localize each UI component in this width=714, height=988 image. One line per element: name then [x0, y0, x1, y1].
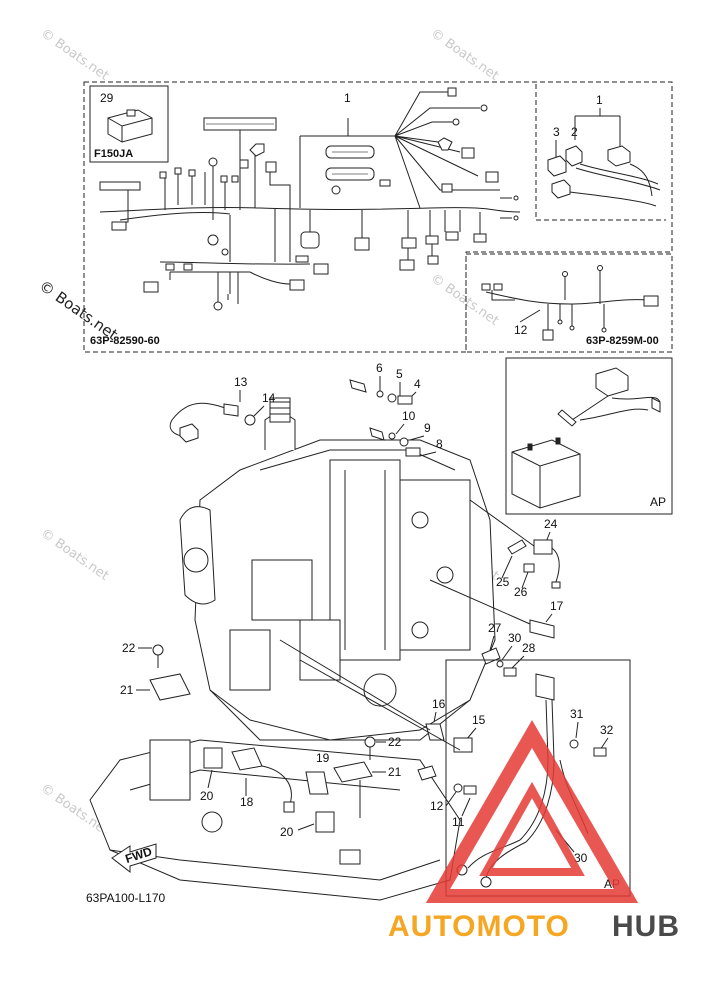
- callout-26: 27: [488, 621, 502, 635]
- callout-31: 32: [600, 723, 614, 737]
- callout-1: 1: [344, 91, 351, 105]
- callout-20b: 20: [280, 825, 294, 839]
- watermark: © Boats.net: [38, 26, 112, 84]
- callout-6: 6: [376, 361, 383, 375]
- watermark: © Boats.net: [428, 271, 502, 329]
- ap-box-battery: 33 AP: [505, 357, 673, 515]
- harness-part-code: 63P-82590-60: [90, 335, 160, 347]
- battery-icon: [511, 437, 581, 509]
- connector-icon: [107, 109, 153, 143]
- callout-22: 22: [122, 641, 136, 655]
- lower-cowl: [89, 739, 461, 901]
- callout-9: 9: [424, 421, 431, 435]
- watermark: © Boats.net: [38, 526, 112, 584]
- callout-29: 29: [100, 91, 114, 105]
- callout-27: 28: [522, 641, 536, 655]
- sub-harness-lower: 12 63P-8259M-00: [481, 265, 659, 347]
- harness-box: 29 F150JA: [83, 81, 673, 353]
- callout-21b: 21: [388, 765, 402, 779]
- callout-20: 20: [200, 789, 214, 803]
- diagram-code: 63PA100-L170: [86, 891, 166, 905]
- watermark: © Boats.net: [36, 277, 121, 344]
- harness-part-code-2: 63P-8259M-00: [586, 335, 659, 347]
- callout-22b: 22: [388, 735, 402, 749]
- model-label: F150JA: [94, 148, 133, 160]
- callout-10: 10: [402, 409, 416, 423]
- engine-block: [179, 397, 496, 741]
- callout-24: 25: [496, 575, 510, 589]
- callout-14: 14: [262, 391, 276, 405]
- callout-25: 26: [514, 585, 528, 599]
- callout-11: 11: [452, 815, 465, 829]
- callout-5: 5: [396, 367, 403, 381]
- watermark: © Boats.net: [428, 26, 502, 84]
- callout-12b: 12: [430, 799, 444, 813]
- callout-28: 30: [508, 631, 522, 645]
- callout-17: 17: [550, 599, 564, 613]
- callout-15: 15: [472, 713, 486, 727]
- ap-label: AP: [650, 495, 666, 509]
- callout-19: 19: [316, 751, 330, 765]
- callout-23: 24: [544, 517, 558, 531]
- callout-8: 8: [436, 437, 443, 451]
- callout-30b: 30: [574, 851, 588, 865]
- wire-harness-main: 63P-82590-60 1: [90, 87, 521, 347]
- callout-18: 18: [240, 795, 254, 809]
- callout-7: 12: [514, 323, 528, 337]
- sub-harness-inset: 1 2 3: [547, 93, 661, 207]
- callout-1b: 1: [596, 93, 603, 107]
- fwd-arrow: FWD: [111, 843, 157, 874]
- callout-16: 16: [432, 697, 446, 711]
- callout-21: 21: [120, 683, 134, 697]
- callouts: 13 14 6 5 4 10 9 8 24 25 26: [120, 361, 564, 839]
- callout-32: 31: [570, 707, 584, 721]
- brand-text-1: AUTOMOTO: [388, 910, 570, 943]
- brand-logo: AUTOMOTO HUB: [388, 720, 680, 943]
- callout-3: 3: [553, 125, 560, 139]
- callout-13: 13: [234, 375, 248, 389]
- brand-text-2: HUB: [612, 910, 680, 943]
- callout-4: 4: [414, 377, 421, 391]
